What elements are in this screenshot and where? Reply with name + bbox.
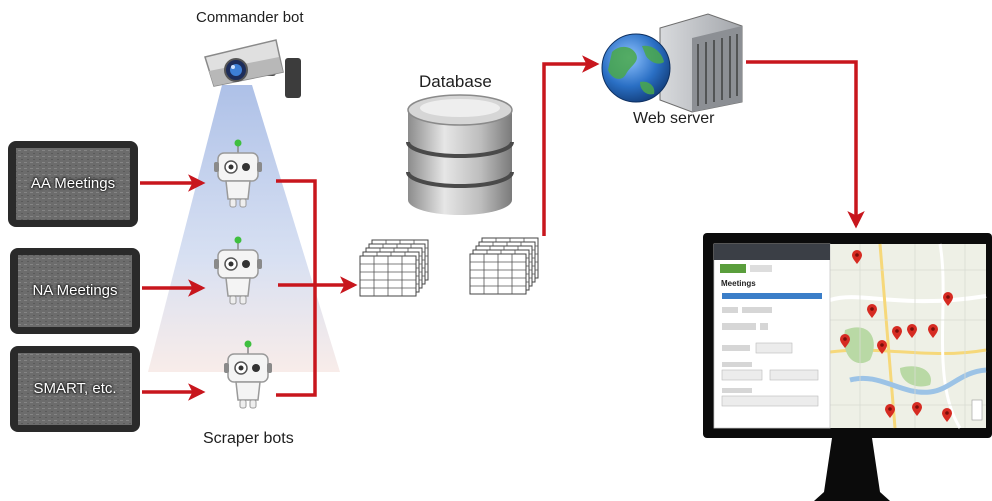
server-rack-icon (659, 13, 743, 113)
app-title: Meetings (721, 279, 756, 288)
scraper-bots-label: Scraper bots (203, 430, 294, 447)
monitor-icon (703, 233, 992, 501)
source-tablet-na (10, 248, 140, 334)
arrow (746, 60, 865, 229)
commander-bot-label: Commander bot (196, 9, 304, 26)
data-table-stack-icon (360, 240, 428, 296)
security-camera-icon (204, 39, 301, 98)
web-server-label: Web server (633, 110, 715, 127)
source-tablet-smart (10, 346, 140, 432)
source-label-na: NA Meetings (32, 282, 118, 299)
source-tablet-aa (8, 141, 138, 227)
database-cylinder-icon (406, 94, 514, 215)
database-label: Database (419, 72, 492, 91)
camera-beam (148, 85, 340, 372)
source-label-aa: AA Meetings (30, 175, 116, 192)
map-view (829, 243, 987, 429)
arrow (542, 55, 600, 236)
data-table-stack-icon (470, 238, 538, 294)
globe-icon (601, 33, 671, 103)
connector-robots-to-tables (276, 179, 317, 397)
source-label-smart: SMART, etc. (33, 380, 117, 397)
app-panel (713, 243, 831, 429)
